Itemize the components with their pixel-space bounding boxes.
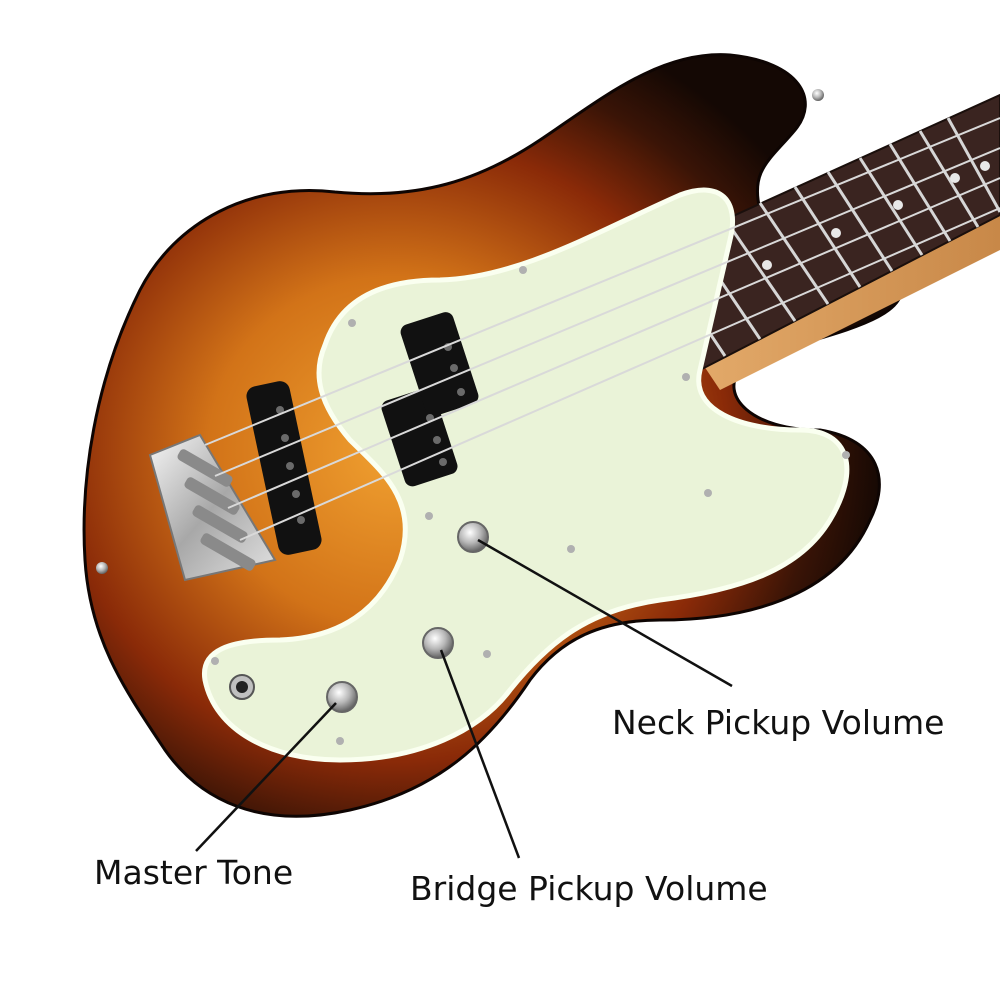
pickguard-screws [211, 266, 850, 745]
label-neck-pickup-volume: Neck Pickup Volume [612, 703, 945, 742]
callout-line-bridge-volume [439, 649, 521, 859]
strings [204, 117, 1000, 541]
bridge [148, 433, 277, 582]
neck-volume-knob [457, 521, 489, 553]
bridge-volume-knob [422, 627, 454, 659]
strap-button-bottom [96, 562, 108, 574]
bridge-pickup [246, 381, 322, 555]
callout-line-master-tone [195, 702, 337, 852]
output-jack [229, 674, 255, 700]
label-bridge-pickup-volume: Bridge Pickup Volume [410, 869, 768, 908]
strap-button-top [812, 89, 824, 101]
label-master-tone: Master Tone [94, 853, 294, 892]
callout-line-neck-volume [477, 538, 733, 688]
